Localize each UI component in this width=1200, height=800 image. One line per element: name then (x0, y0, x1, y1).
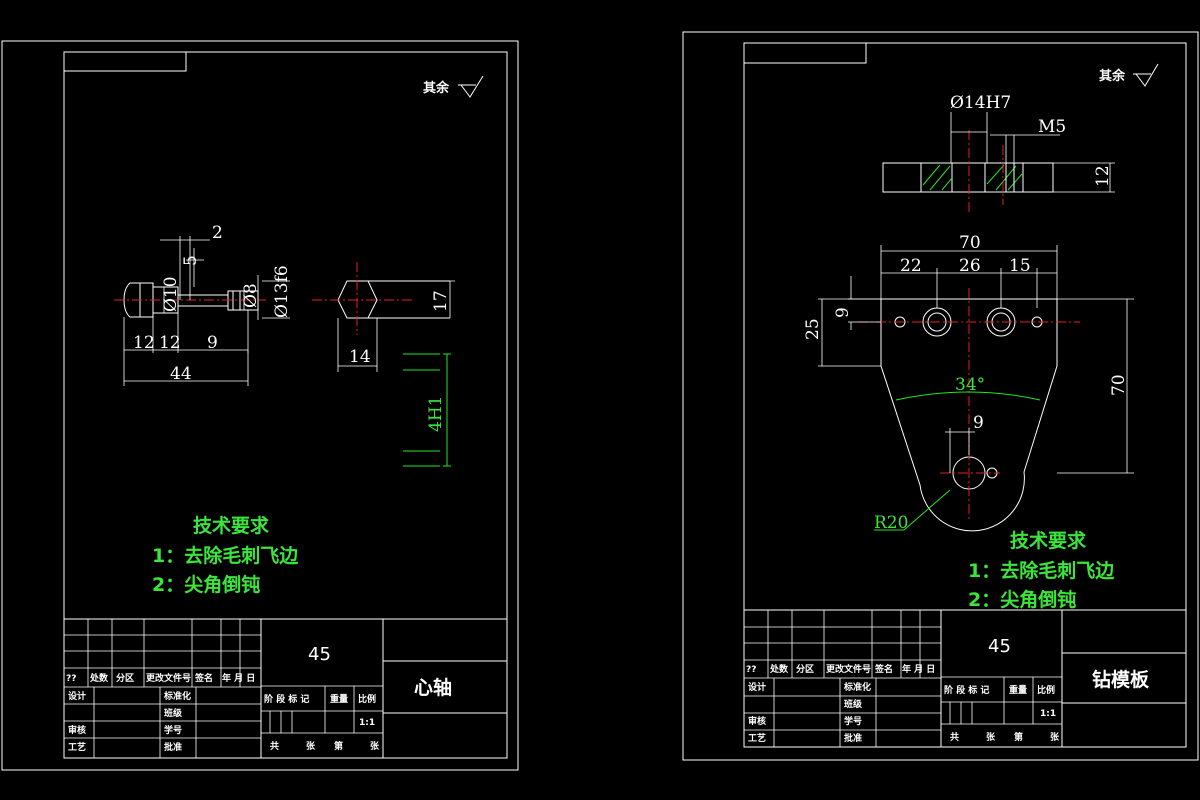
rtb-process: 工艺 (748, 732, 766, 744)
rtb-class: 班级 (844, 698, 863, 710)
left-inner-border (63, 51, 508, 759)
dim-9b: 9 (973, 413, 984, 433)
left-material: 45 (308, 644, 331, 665)
rtb-ratio: 比例 (1037, 684, 1055, 696)
left-roughness-icon (458, 75, 484, 98)
tb-change-doc: 更改文件号 (146, 672, 191, 684)
dim-9a: 9 (833, 307, 853, 318)
right-roughness-icon (1133, 63, 1159, 87)
left-outer-border (1, 40, 519, 771)
dim-17: 17 (431, 290, 451, 312)
dim-26: 26 (959, 256, 981, 276)
left-tech-item1: 1：去除毛刺飞边 (152, 544, 299, 567)
dim-44: 44 (170, 364, 192, 384)
left-title-block: 45 心轴 1:1 ?? 处数 分区 更改文件号 签名 年 月 日 设计 标准化… (64, 618, 507, 758)
green-dimension-4h1: 4H1 (403, 353, 451, 467)
rtb-design: 设计 (748, 681, 766, 693)
tb-class: 班级 (164, 707, 183, 719)
rtb-sheet-no: 第 (1014, 731, 1023, 743)
tb-ratio: 比例 (358, 693, 376, 705)
left-part-name: 心轴 (414, 676, 452, 699)
left-tech-item2: 2：尖角倒钝 (152, 573, 260, 596)
dim-14: 14 (349, 347, 371, 367)
dim-4h1: 4H1 (426, 396, 446, 432)
tb-sheets2: 张 (370, 740, 380, 752)
plate-plan-view: 70 22 26 15 9 25 70 34° 9 R20 (803, 233, 1134, 533)
rtb-student-id: 学号 (844, 715, 862, 727)
dim-70v: 70 (1109, 374, 1129, 396)
rtb-stage: 阶 段 标 记 (944, 684, 989, 696)
dim-9: 9 (207, 333, 218, 353)
tb-weight: 重量 (330, 693, 348, 705)
right-surface-note: 其余 (1099, 68, 1126, 84)
right-tech-item1: 1：去除毛刺飞边 (968, 559, 1115, 582)
tb-review: 审核 (68, 724, 86, 736)
right-material: 45 (988, 636, 1011, 657)
left-tech-title: 技术要求 (193, 514, 270, 537)
tb-sign: 签名 (194, 672, 213, 684)
hex-side-view: 14 17 (312, 262, 455, 372)
tb-standard: 标准化 (163, 690, 191, 702)
dim-d8: Ø8 (241, 283, 261, 308)
right-title-block: 45 钻模板 1:1 ?? 处数 分区 更改文件号 签名 年 月 日 设计 标准… (744, 609, 1186, 747)
right-scale: 1:1 (1040, 709, 1056, 719)
rtb-mark: ?? (746, 665, 756, 675)
rtb-sheets2: 张 (1050, 731, 1060, 743)
tb-process: 工艺 (68, 741, 86, 753)
rtb-weight: 重量 (1009, 684, 1027, 696)
right-part-name: 钻模板 (1092, 668, 1150, 691)
left-sheet: 其余 2 5 12 12 9 44 Ø10 Ø8 (1, 40, 519, 771)
dim-14h7: Ø14H7 (950, 93, 1011, 113)
left-corner-box (63, 51, 187, 72)
right-tech-title: 技术要求 (1010, 529, 1087, 552)
tb-total: 共 (270, 740, 279, 752)
tb-design: 设计 (68, 690, 86, 702)
dim-15: 15 (1009, 256, 1031, 276)
tb-sheet-no: 第 (334, 740, 343, 752)
right-sheet: 其余 Ø14H7 M5 12 (682, 31, 1199, 761)
right-corner-box (743, 42, 867, 64)
rtb-approve: 批准 (844, 732, 862, 744)
rtb-review: 审核 (748, 715, 766, 727)
left-surface-note: 其余 (423, 80, 450, 96)
rtb-count: 处数 (769, 663, 789, 675)
tb-mark: ?? (66, 674, 76, 684)
tb-stage: 阶 段 标 记 (264, 693, 309, 705)
dim-34deg: 34° (955, 375, 985, 395)
tb-sheets: 张 (306, 740, 316, 752)
right-tech-item2: 2：尖角倒钝 (968, 588, 1076, 611)
dim-m5: M5 (1038, 117, 1066, 137)
tb-zone: 分区 (116, 672, 134, 684)
rtb-total: 共 (950, 731, 959, 743)
left-scale: 1:1 (359, 718, 375, 728)
right-inner-border (743, 42, 1187, 748)
dim-2: 2 (212, 223, 223, 243)
plate-section-view: Ø14H7 M5 12 (882, 93, 1115, 215)
dim-r20: R20 (874, 513, 908, 533)
rtb-sheets: 张 (986, 731, 996, 743)
tb-approve: 批准 (164, 741, 182, 753)
rtb-standard: 标准化 (843, 681, 871, 693)
right-outer-border (682, 31, 1199, 761)
shaft-dimensions: 2 5 12 12 9 44 Ø10 Ø8 Ø13f6 (123, 223, 292, 386)
dim-12: 12 (1093, 165, 1113, 187)
dim-d13f6: Ø13f6 (272, 265, 292, 318)
dim-12b: 12 (159, 333, 181, 353)
tb-count: 处数 (89, 672, 109, 684)
rtb-change-doc: 更改文件号 (826, 663, 871, 675)
tb-student-id: 学号 (164, 724, 182, 736)
dim-12a: 12 (133, 333, 155, 353)
dim-22: 22 (900, 256, 922, 276)
rtb-date: 年 月 日 (902, 663, 935, 675)
rtb-zone: 分区 (796, 663, 814, 675)
tb-date: 年 月 日 (222, 672, 255, 684)
dim-25: 25 (803, 318, 823, 340)
dim-5: 5 (181, 255, 201, 266)
dim-d10: Ø10 (161, 276, 181, 312)
dim-70: 70 (959, 233, 981, 253)
rtb-sign: 签名 (874, 663, 893, 675)
